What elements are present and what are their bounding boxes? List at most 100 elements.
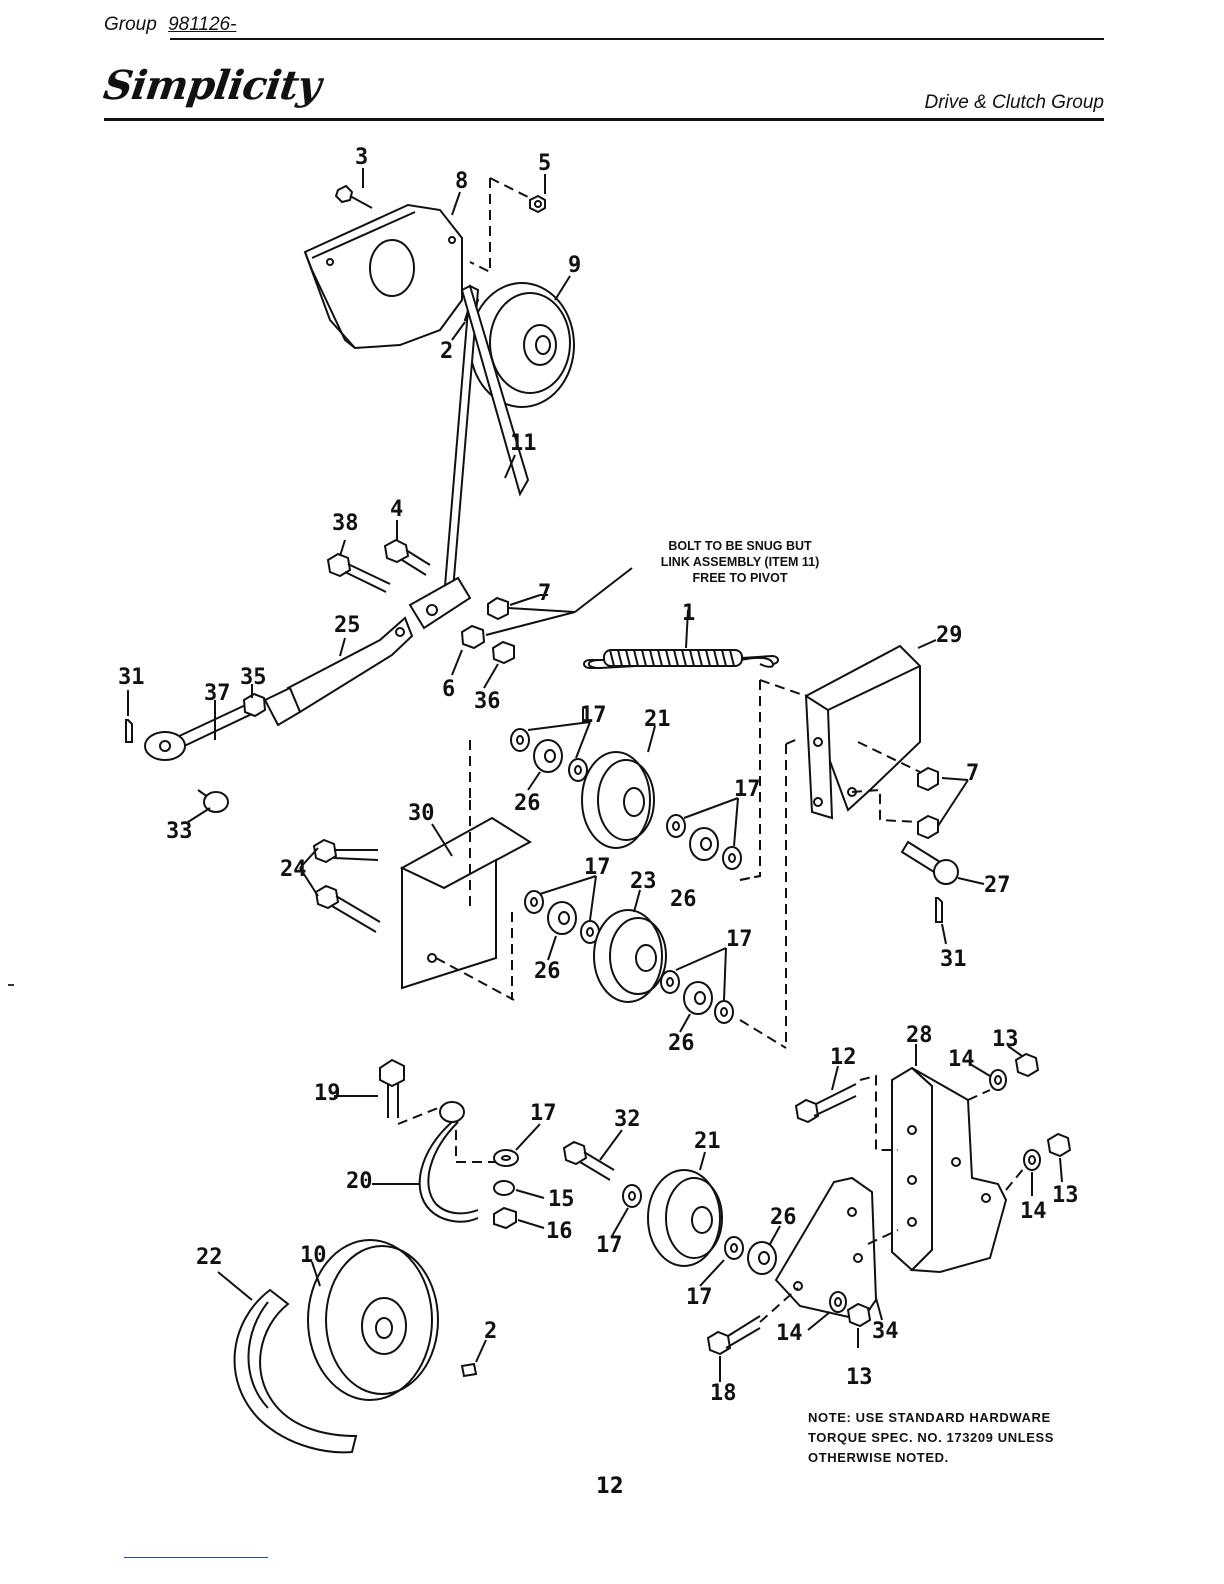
callout-20: 20 — [346, 1169, 373, 1194]
washer-17f-part — [622, 1184, 642, 1208]
link-assembly-11-part — [408, 284, 530, 630]
washer-14a-part — [989, 1069, 1007, 1091]
callout-2a: 2 — [440, 339, 453, 364]
bracket-34-part — [774, 1176, 878, 1322]
footer-rule — [124, 1557, 268, 1558]
washer-17b-part — [666, 814, 686, 838]
bolt-32-part — [562, 1140, 615, 1181]
callout-5: 5 — [538, 151, 551, 176]
callout-26a: 26 — [514, 791, 541, 816]
washer-17c-part — [524, 890, 544, 914]
callout-28: 28 — [906, 1023, 933, 1048]
spacer-26e-part — [747, 1241, 777, 1275]
washer-17a-part — [510, 728, 530, 752]
group-label: Group — [104, 14, 157, 35]
nut-13c-part — [846, 1302, 872, 1328]
bolt-24b-part — [314, 884, 381, 933]
callout-32: 32 — [614, 1107, 641, 1132]
callout-35: 35 — [240, 665, 267, 690]
callout-17e: 17 — [530, 1101, 557, 1126]
callout-30: 30 — [408, 801, 435, 826]
pin-27-part — [900, 840, 959, 885]
pulley-10-part — [307, 1239, 439, 1401]
bolt-3-part — [334, 184, 373, 209]
nut-6-part — [460, 624, 486, 650]
callout-17c: 17 — [584, 855, 611, 880]
callout-23: 23 — [630, 869, 657, 894]
callout-26e: 26 — [770, 1205, 797, 1230]
nut-7-part — [487, 596, 509, 621]
callout-16: 16 — [546, 1219, 573, 1244]
header-rule-top — [170, 38, 1104, 40]
callout-7a: 7 — [538, 581, 551, 606]
callout-4: 4 — [390, 497, 403, 522]
plate-30-part — [399, 816, 532, 990]
torque-note-line2: TORQUE SPEC. NO. 173209 UNLESS — [808, 1430, 1055, 1445]
lockwasher-15-part — [493, 1180, 515, 1196]
callout-14c: 14 — [776, 1321, 803, 1346]
callout-12: 12 — [830, 1045, 857, 1070]
nut-36-part — [491, 640, 515, 665]
nut-7b-part — [917, 766, 939, 840]
callout-29: 29 — [936, 623, 963, 648]
callout-21a: 21 — [644, 707, 671, 732]
callout-17g: 17 — [686, 1285, 713, 1310]
callout-3: 3 — [355, 145, 368, 170]
bolt-12-part — [794, 1083, 857, 1124]
bolt-note-line1: BOLT TO BE SNUG BUT — [668, 539, 812, 553]
callout-26d: 26 — [668, 1031, 695, 1056]
belt-guard-part — [303, 203, 463, 350]
clevis-pin-33-part — [197, 789, 229, 813]
washer-17e-part — [493, 1149, 519, 1167]
nut-5-part — [529, 194, 546, 214]
torque-note: NOTE: USE STANDARD HARDWARE TORQUE SPEC.… — [808, 1408, 1108, 1468]
callout-36: 36 — [474, 689, 501, 714]
washer-14b-part — [1023, 1149, 1041, 1171]
rod-25-part — [263, 616, 414, 727]
bolt-note: BOLT TO BE SNUG BUT LINK ASSEMBLY (ITEM … — [620, 538, 860, 586]
callout-21b: 21 — [694, 1129, 721, 1154]
spacer-26c-part — [547, 901, 577, 935]
spacer-26d-part — [683, 981, 713, 1015]
washer-17g-part — [724, 1236, 744, 1260]
callout-1: 1 — [682, 601, 695, 626]
callout-38: 38 — [332, 511, 359, 536]
callout-11: 11 — [510, 431, 537, 456]
washer-14c-part — [829, 1291, 847, 1313]
callout-26c: 26 — [534, 959, 561, 984]
bolt-38-part — [326, 552, 391, 593]
idler-pulley-21a-part — [581, 751, 655, 849]
bolt-24a-part — [312, 838, 379, 864]
callout-34: 34 — [872, 1319, 899, 1344]
spring-1-part — [583, 649, 779, 670]
callout-15: 15 — [548, 1187, 575, 1212]
callout-13c: 13 — [846, 1365, 873, 1390]
idler-pulley-21b-part — [647, 1169, 723, 1267]
callout-9: 9 — [568, 253, 581, 278]
callout-2b: 2 — [484, 1319, 497, 1344]
margin-mark — [8, 984, 14, 986]
callout-25: 25 — [334, 613, 361, 638]
group-header: Group 981126- — [104, 14, 236, 36]
spacer-26a-part — [533, 739, 563, 773]
rod-20-part — [418, 1101, 479, 1223]
callout-31a: 31 — [118, 665, 145, 690]
nut-16-part — [493, 1206, 517, 1230]
nut-13b-part — [1046, 1132, 1072, 1158]
callout-17f: 17 — [596, 1233, 623, 1258]
callout-22: 22 — [196, 1245, 223, 1270]
callout-8: 8 — [455, 169, 468, 194]
cotter-31-part — [125, 719, 133, 743]
callout-18: 18 — [710, 1381, 737, 1406]
torque-note-line1: NOTE: USE STANDARD HARDWARE — [808, 1410, 1051, 1425]
callout-26b: 26 — [670, 887, 697, 912]
callout-33: 33 — [166, 819, 193, 844]
washer-17a2-part — [568, 758, 588, 782]
callout-14a: 14 — [948, 1047, 975, 1072]
rod-end-37-part — [144, 692, 267, 761]
bracket-28-part — [891, 1066, 1008, 1274]
callout-6: 6 — [442, 677, 455, 702]
callout-13b: 13 — [1052, 1183, 1079, 1208]
bolt-4-part — [383, 538, 431, 576]
